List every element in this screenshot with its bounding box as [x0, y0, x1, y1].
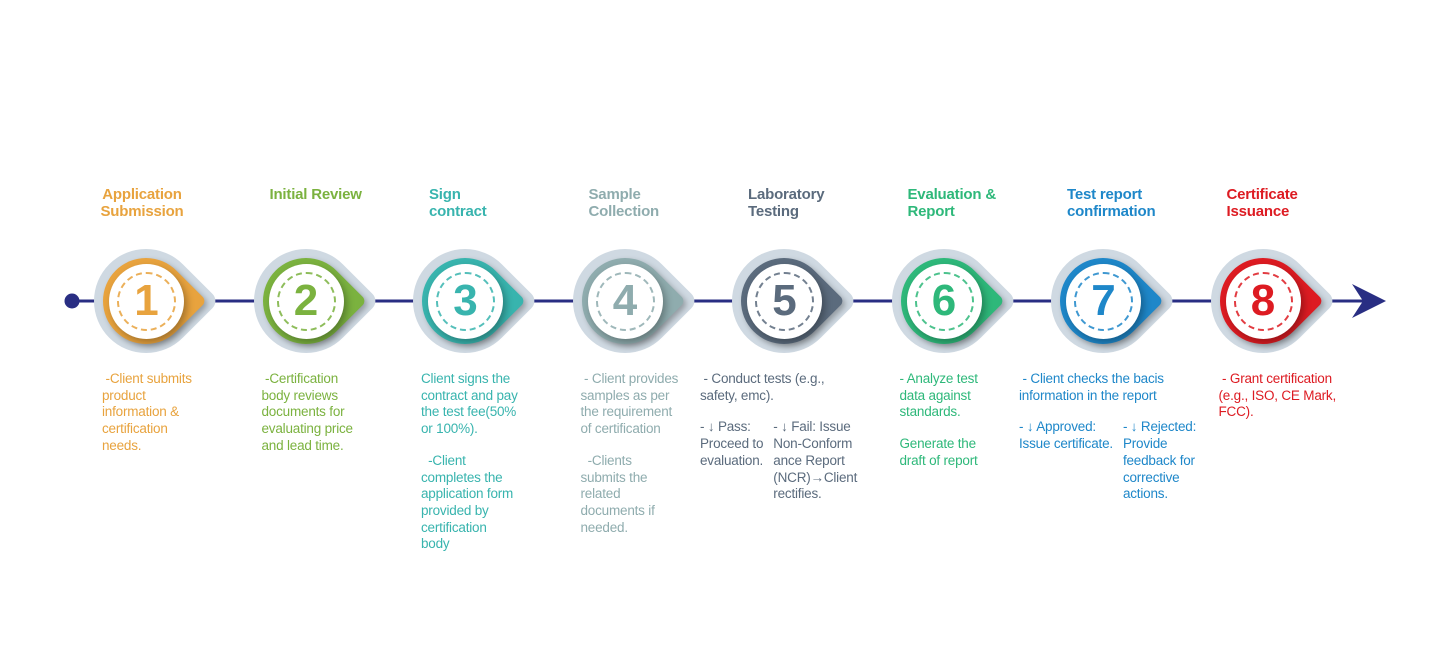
step-description: Client signs the contract and pay the te… — [421, 371, 621, 568]
description-paragraph: -Client completes the application form p… — [421, 452, 514, 552]
step-title: Test report confirmation — [1067, 186, 1156, 220]
pin-white-circle: 2 — [268, 264, 344, 339]
pin-white-circle: 6 — [906, 264, 982, 339]
pin-white-circle: 4 — [587, 264, 663, 339]
step-description: -Certification body reviews documents fo… — [262, 371, 462, 470]
step-title: Certificate Issuance — [1226, 186, 1298, 220]
description-paragraph: - Grant certification (e.g., ISO, CE Mar… — [1218, 371, 1337, 420]
pin-dashed-border — [117, 272, 176, 331]
description-paragraph: - Client provides samples as per the req… — [580, 371, 679, 437]
pin-dashed-border — [595, 272, 655, 331]
pin-white-circle: 7 — [1066, 264, 1141, 339]
description-paragraph: - Conduct tests (e.g., safety, emc). — [700, 371, 825, 403]
step-description: - Analyze test data against standards. Ge… — [900, 371, 1100, 485]
step-description: -Client submits product information & ce… — [102, 371, 302, 470]
step-number: 1 — [134, 275, 159, 325]
pin-white-circle: 8 — [1225, 264, 1301, 339]
pin-white-circle: 5 — [747, 264, 822, 339]
pin-white-circle: 3 — [428, 264, 503, 339]
description-paragraph: Client signs the contract and pay the te… — [421, 371, 518, 437]
step-description: - Client provides samples as per the req… — [581, 371, 781, 551]
description-paragraph: - Analyze test data against standards. — [899, 371, 978, 420]
pin-dashed-border — [1074, 272, 1133, 331]
step-description: - Client checks the bacis information in… — [1019, 371, 1239, 503]
step-number: 5 — [772, 275, 797, 325]
step-number: 8 — [1250, 275, 1276, 325]
pin-dashed-border — [1233, 272, 1293, 331]
step-title: Evaluation & Report — [907, 186, 997, 220]
timeline-start-dot — [64, 293, 80, 309]
step-title: Sign contract — [429, 186, 487, 220]
description-paragraph: -Certification body reviews documents fo… — [261, 371, 354, 453]
description-paragraph: Generate the draft of report — [899, 436, 978, 468]
description-paragraph: -Clients submits the related documents i… — [580, 452, 655, 535]
step-number: 7 — [1091, 275, 1116, 325]
step-title: Initial Review — [269, 186, 362, 203]
pin-dashed-border — [276, 272, 336, 331]
step-description: - Conduct tests (e.g., safety, emc). - ↓ … — [700, 371, 920, 503]
step-description: - Grant certification (e.g., ISO, CE Mar… — [1219, 371, 1419, 436]
pin-dashed-border — [755, 272, 814, 331]
description-paragraph: -Client submits product information & ce… — [102, 371, 192, 453]
pin-white-circle: 1 — [109, 264, 184, 339]
step-number: 3 — [453, 275, 478, 325]
outcome-columns: - ↓ Pass: Proceed to evaluation.- ↓ Fail… — [700, 419, 920, 503]
outcome-column: - ↓ Fail: Issue Non-Conform ance Report … — [773, 419, 858, 502]
pin-dashed-border — [914, 272, 974, 331]
step-number: 2 — [293, 275, 319, 325]
pin-dashed-border — [436, 272, 495, 331]
step-number: 4 — [612, 275, 638, 325]
outcome-column: - ↓ Rejected: Provide feedback for corre… — [1122, 419, 1197, 502]
step-title: Sample Collection — [588, 186, 660, 220]
outcome-columns: - ↓ Approved: Issue certificate. - ↓ Reje… — [1019, 419, 1239, 503]
step-number: 6 — [931, 275, 957, 325]
step-title: Application Submission — [100, 186, 184, 220]
timeline-arrowhead-icon — [1352, 284, 1386, 318]
outcome-column: - ↓ Pass: Proceed to evaluation. — [700, 419, 764, 468]
step-title: Laboratory Testing — [748, 186, 825, 220]
description-paragraph: - Client checks the bacis information in… — [1019, 371, 1164, 403]
outcome-column: - ↓ Approved: Issue certificate. — [1019, 419, 1113, 452]
